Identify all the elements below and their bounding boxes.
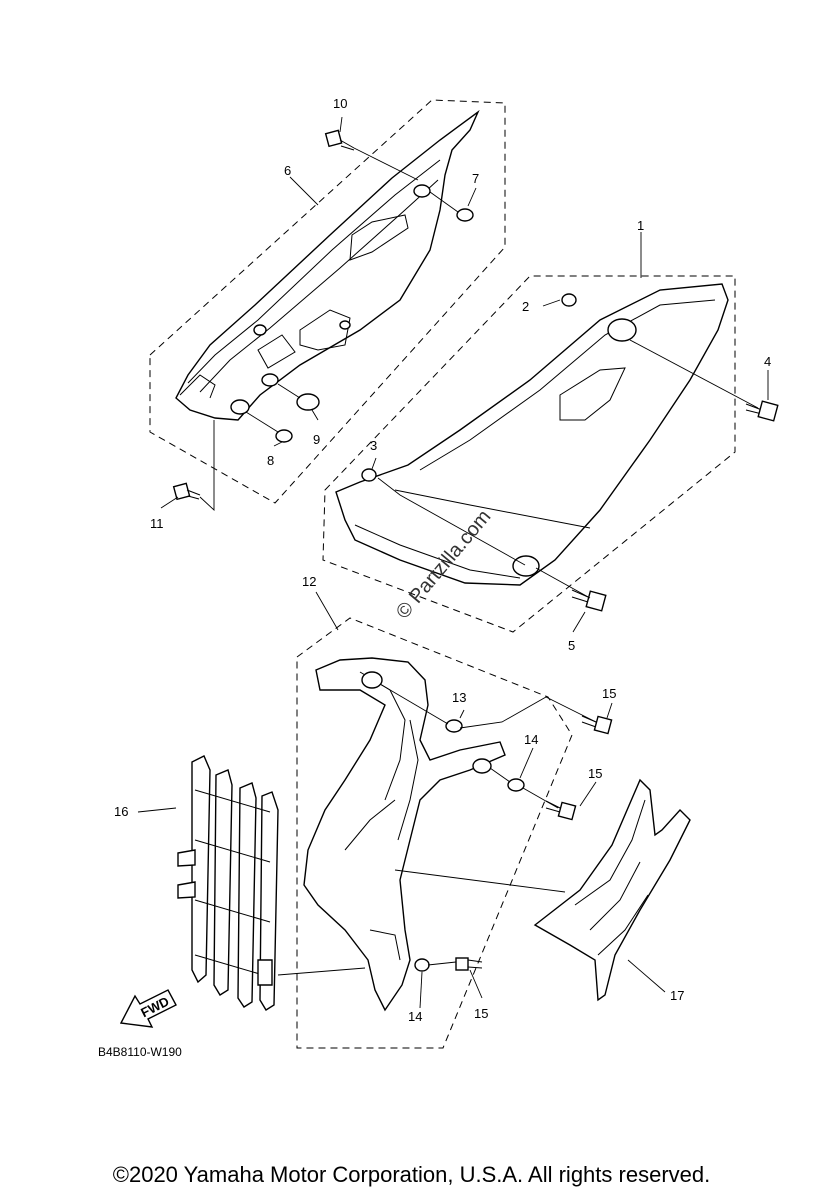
callout-14-upper[interactable]: 14 — [524, 732, 538, 747]
diagram-code: B4B8110-W190 — [98, 1045, 182, 1059]
side-cover-6[interactable] — [175, 109, 480, 421]
collar-2[interactable] — [561, 293, 577, 307]
collar-13[interactable] — [445, 719, 463, 733]
bolt-11[interactable] — [172, 482, 201, 501]
callout-6[interactable]: 6 — [284, 163, 291, 178]
washers[interactable] — [275, 208, 577, 972]
radiator-shroud-12[interactable] — [303, 657, 506, 1012]
callout-9[interactable]: 9 — [313, 432, 320, 447]
leader-lines — [137, 116, 769, 1009]
graphic-decal-17[interactable] — [533, 778, 691, 1002]
callout-13[interactable]: 13 — [452, 690, 466, 705]
bolt-4[interactable] — [745, 400, 779, 422]
callout-8[interactable]: 8 — [267, 453, 274, 468]
callout-10[interactable]: 10 — [333, 96, 347, 111]
bolt-5[interactable] — [571, 589, 607, 612]
copyright-notice: ©2020 Yamaha Motor Corporation, U.S.A. A… — [112, 1162, 711, 1187]
fwd-arrow-icon: FWD — [119, 989, 177, 1028]
collar-9[interactable] — [296, 393, 320, 411]
collar-3[interactable] — [361, 468, 377, 482]
callout-2[interactable]: 2 — [522, 299, 529, 314]
collar-14-lower[interactable] — [414, 958, 430, 972]
callout-7[interactable]: 7 — [472, 171, 479, 186]
callout-12[interactable]: 12 — [302, 574, 316, 589]
group-box-cover-1 — [322, 275, 736, 633]
group-box-cover-12 — [296, 617, 573, 1049]
callout-14-lower[interactable]: 14 — [408, 1009, 422, 1024]
radiator-louver-16[interactable] — [177, 755, 279, 1011]
callout-15-middle[interactable]: 15 — [588, 766, 602, 781]
group-box-cover-6 — [149, 99, 506, 504]
callout-16[interactable]: 16 — [114, 804, 128, 819]
callout-11[interactable]: 11 — [150, 516, 164, 531]
bolt-10[interactable] — [324, 129, 355, 151]
callout-15-upper[interactable]: 15 — [602, 686, 616, 701]
bolt-15-lower[interactable] — [455, 957, 483, 971]
collar-8[interactable] — [275, 429, 293, 443]
callout-4[interactable]: 4 — [764, 354, 771, 369]
collar-14-upper[interactable] — [507, 778, 525, 792]
callout-1[interactable]: 1 — [637, 218, 644, 233]
side-cover-1[interactable] — [335, 283, 729, 586]
collar-7[interactable] — [456, 208, 474, 222]
callout-5[interactable]: 5 — [568, 638, 575, 653]
callout-15-lower[interactable]: 15 — [474, 1006, 488, 1021]
callout-17[interactable]: 17 — [670, 988, 684, 1003]
callout-3[interactable]: 3 — [370, 438, 377, 453]
bolt-15-upper[interactable] — [581, 715, 613, 735]
